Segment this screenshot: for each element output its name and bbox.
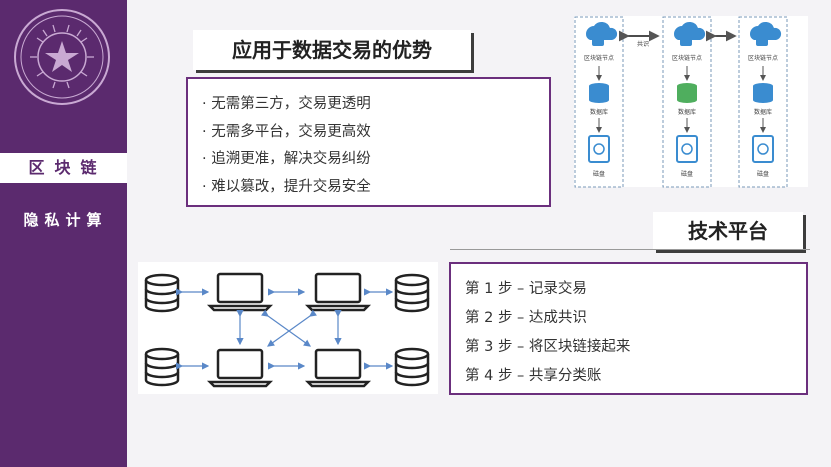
tech-platform-title: 技术平台	[653, 212, 803, 250]
node-column-2: 区块链节点 数据库 磁盘	[672, 21, 706, 178]
node-frame	[574, 16, 624, 188]
server-icon	[756, 36, 768, 46]
server-icon	[592, 36, 604, 46]
node-label: 区块链节点	[748, 54, 778, 62]
cloud-icon	[585, 21, 618, 40]
node-frame	[738, 16, 788, 188]
advantages-title: 应用于数据交易的优势	[193, 30, 471, 70]
cloud-icon	[673, 21, 706, 40]
disk-icon	[676, 135, 698, 163]
advantage-item: · 难以篡改，提升交易安全	[202, 178, 371, 195]
advantage-item: · 追溯更准，解决交易纠纷	[202, 151, 371, 167]
database-icon	[394, 273, 430, 313]
cloud-icon	[749, 21, 782, 40]
sidebar: 区块链 隐私计算	[0, 0, 127, 467]
database-label: 数据库	[590, 108, 608, 116]
advantages-list: · 无需第三方，交易更透明 · 无需多平台，交易更高效 · 追溯更准，解决交易纠…	[186, 77, 551, 207]
advantage-item: · 无需第三方，交易更透明	[202, 96, 371, 112]
laptop-icon	[304, 272, 372, 312]
section-divider	[450, 249, 810, 250]
advantage-item: · 无需多平台，交易更高效	[202, 123, 371, 140]
laptop-icon	[304, 348, 372, 388]
step-item: 第 4 步 – 共享分类账	[465, 368, 602, 384]
disk-icon	[752, 135, 774, 163]
peer-network-diagram	[138, 262, 438, 394]
step-item: 第 1 步 – 记录交易	[465, 281, 587, 297]
node-label: 区块链节点	[672, 54, 702, 62]
laptop-icon	[206, 348, 274, 388]
connection-arrows	[176, 288, 394, 370]
disk-label: 磁盘	[593, 170, 605, 178]
node-column-1: 区块链节点 数据库 磁盘	[584, 21, 618, 178]
server-icon	[680, 36, 692, 46]
step-item: 第 2 步 – 达成共识	[465, 310, 587, 326]
disk-icon	[588, 135, 610, 163]
database-icon	[753, 83, 773, 103]
university-seal-logo	[14, 9, 110, 105]
consensus-label: 共识	[637, 40, 649, 48]
disk-label: 磁盘	[681, 170, 693, 178]
node-frame	[662, 16, 712, 188]
database-icon	[144, 347, 180, 387]
sidebar-item-blockchain[interactable]: 区块链	[0, 153, 127, 183]
sidebar-item-privacy-computing[interactable]: 隐私计算	[23, 211, 108, 229]
disk-label: 磁盘	[757, 170, 769, 178]
database-icon	[589, 83, 609, 103]
node-column-3: 区块链节点 数据库 磁盘	[748, 21, 782, 178]
database-icon	[394, 347, 430, 387]
database-label: 数据库	[754, 108, 772, 116]
blockchain-node-diagram: 区块链节点 数据库 磁盘 区块链节点 数据库 磁盘 区块链节点	[574, 16, 808, 188]
tech-steps-list: 第 1 步 – 记录交易 第 2 步 – 达成共识 第 3 步 – 将区块链接起…	[449, 262, 808, 395]
step-item: 第 3 步 – 将区块链接起来	[465, 339, 631, 355]
database-icon	[677, 83, 697, 103]
database-label: 数据库	[678, 108, 696, 116]
node-label: 区块链节点	[584, 54, 614, 62]
